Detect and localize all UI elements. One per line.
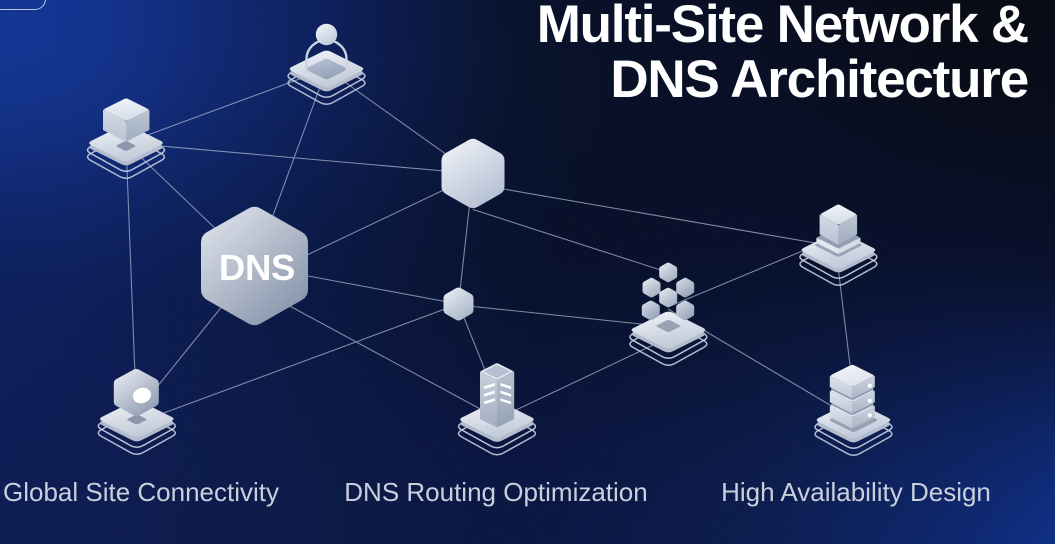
svg-text:DNS: DNS xyxy=(219,247,295,288)
